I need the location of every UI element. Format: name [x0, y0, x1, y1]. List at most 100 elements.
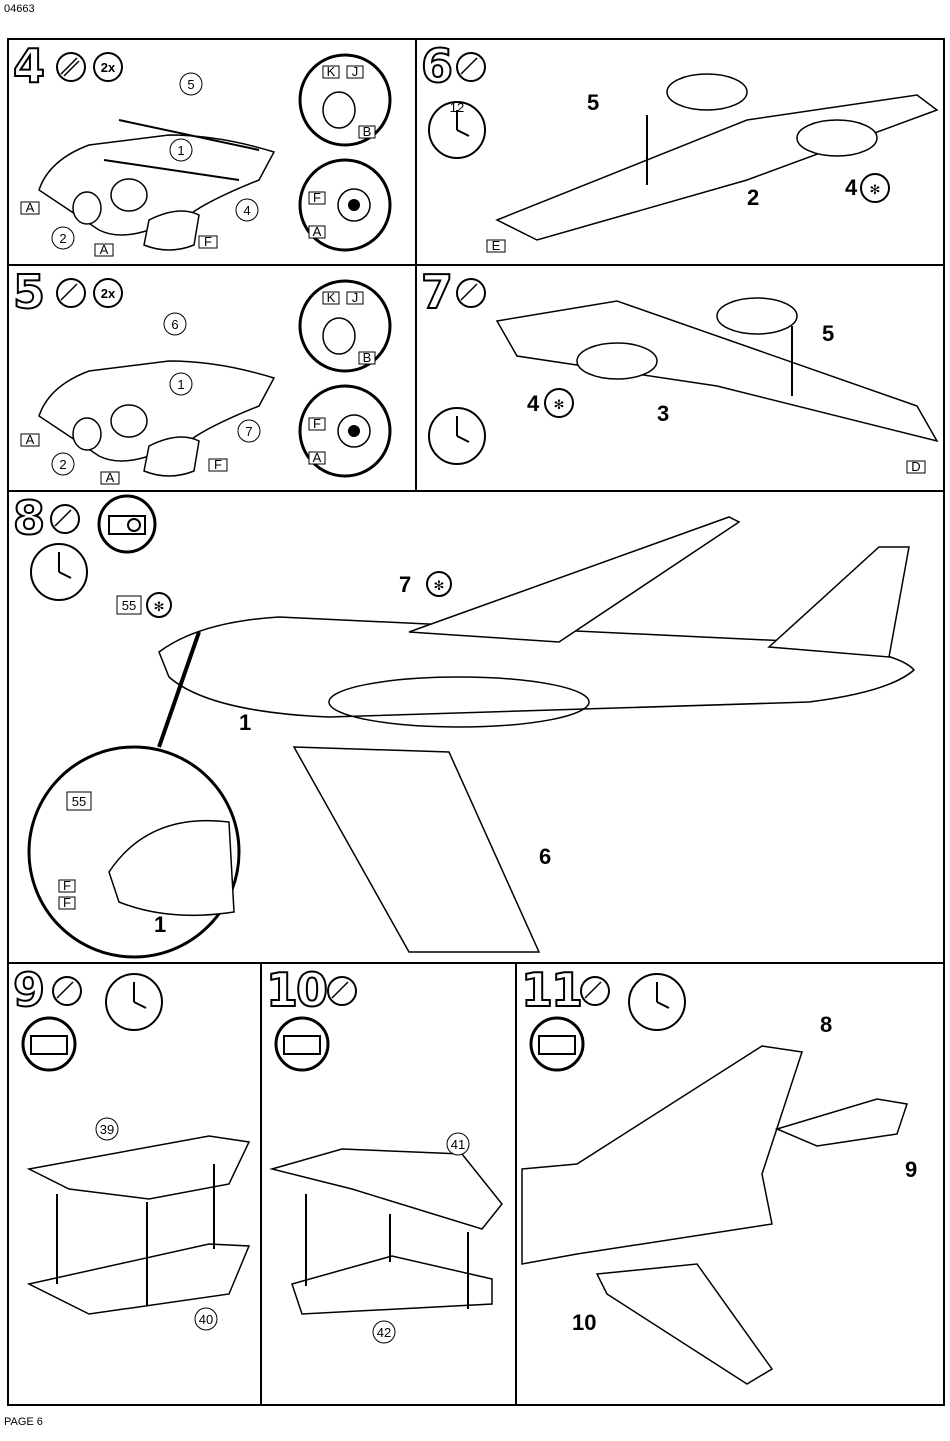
step-5-panel: 5 2x 6 1 2 7 A A F K J B F A	[7, 264, 417, 492]
svg-text:2: 2	[59, 231, 66, 246]
step-5-drawing: 2x 6 1 2 7 A A F K J B F A	[20, 278, 392, 485]
svg-text:2: 2	[59, 457, 66, 472]
svg-text:2x: 2x	[101, 286, 116, 301]
svg-text:A: A	[313, 450, 322, 465]
step-number: 9	[12, 963, 46, 1017]
quantity-badge	[93, 52, 123, 82]
glue-tube-icon	[327, 976, 357, 1006]
svg-text:1: 1	[177, 377, 184, 392]
glue-tube-icon	[456, 278, 486, 308]
svg-text:6: 6	[171, 317, 178, 332]
svg-text:✻: ✻	[434, 578, 445, 593]
svg-text:K: K	[327, 290, 336, 305]
clock-icon: 12	[428, 100, 486, 159]
svg-text:7: 7	[245, 424, 252, 439]
step-number: 7	[420, 265, 454, 319]
document-code: 04663	[4, 3, 35, 15]
svg-text:K: K	[327, 64, 336, 79]
svg-text:1: 1	[177, 143, 184, 158]
step-8-drawing: 55 ✻ 7 ✻ 1 6 55 F F 1	[27, 494, 916, 959]
glue-tube-icon	[50, 504, 80, 534]
step-4-panel: 4 2x 5 1 2 4 A A F K J B F A	[7, 38, 417, 266]
glue-tube-icon	[56, 278, 86, 308]
glue-tube-icon	[456, 52, 486, 82]
step-6-panel: 6 12 5 2 4 ✻ E	[415, 38, 945, 266]
svg-text:40: 40	[199, 1312, 213, 1327]
svg-text:E: E	[492, 238, 501, 253]
step-number: 10	[265, 963, 329, 1017]
step-6-drawing: 12 5 2 4 ✻ E	[428, 52, 939, 253]
step-number: 4	[12, 39, 46, 93]
step-9-panel: 9 39 40	[7, 962, 262, 1406]
svg-text:F: F	[313, 416, 321, 431]
svg-text:A: A	[313, 224, 322, 239]
step-10-panel: 10 41 42	[260, 962, 517, 1406]
step-7-drawing: 5 4 ✻ 3 D	[428, 278, 939, 474]
svg-text:5: 5	[587, 90, 599, 115]
step-7-panel: 7 5 4 ✻ 3 D	[415, 264, 945, 492]
part-callouts: 5 1 2 4	[51, 72, 259, 250]
svg-text:B: B	[363, 124, 372, 139]
svg-text:F: F	[63, 895, 71, 910]
svg-text:41: 41	[451, 1137, 465, 1152]
asterisk-icon	[860, 173, 890, 203]
svg-text:7: 7	[399, 572, 411, 597]
svg-text:A: A	[26, 432, 35, 447]
clock-icon	[30, 543, 88, 601]
tape-dispenser-icon	[529, 1016, 585, 1072]
svg-text:5: 5	[822, 321, 834, 346]
quantity-text: 2x	[101, 60, 116, 75]
step-number: 5	[12, 265, 46, 319]
step-10-drawing: 41 42	[269, 976, 503, 1344]
svg-text:3: 3	[657, 401, 669, 426]
svg-text:4: 4	[243, 203, 250, 218]
glue-tube-icon	[56, 52, 86, 82]
svg-text:39: 39	[100, 1122, 114, 1137]
step-number: 8	[12, 491, 46, 545]
svg-text:✻: ✻	[154, 599, 165, 614]
svg-text:J: J	[352, 290, 359, 305]
asterisk-icon	[544, 388, 574, 418]
svg-text:12: 12	[450, 100, 464, 115]
step-9-drawing: 39 40	[21, 973, 251, 1331]
svg-text:42: 42	[377, 1325, 391, 1340]
svg-text:5: 5	[187, 77, 194, 92]
clock-icon	[628, 973, 686, 1031]
svg-text:F: F	[63, 878, 71, 893]
tape-dispenser-icon	[21, 1016, 77, 1072]
svg-text:1: 1	[239, 710, 251, 735]
svg-text:D: D	[911, 459, 920, 474]
page-number: PAGE 6	[4, 1416, 43, 1428]
svg-text:8: 8	[820, 1012, 832, 1037]
svg-text:6: 6	[539, 844, 551, 869]
svg-text:55: 55	[122, 598, 136, 613]
clock-icon	[428, 407, 486, 465]
svg-text:A: A	[26, 200, 35, 215]
step-number: 6	[420, 39, 454, 93]
step-4-drawing: 2x 5 1 2 4 A A F K J B F A	[20, 52, 392, 257]
svg-text:10: 10	[572, 1310, 596, 1335]
step-8-panel: 8 55 ✻ 7 ✻ 1 6 55 F F 1	[7, 490, 945, 964]
svg-text:1: 1	[154, 912, 166, 937]
svg-text:F: F	[204, 234, 212, 249]
svg-text:55: 55	[72, 794, 86, 809]
glue-tube-icon	[580, 976, 610, 1006]
svg-text:A: A	[106, 470, 115, 485]
svg-text:4: 4	[845, 175, 858, 200]
svg-text:2: 2	[747, 185, 759, 210]
svg-text:9: 9	[905, 1157, 917, 1182]
step-11-drawing: 8 9 10	[521, 973, 917, 1385]
svg-text:B: B	[363, 350, 372, 365]
tape-dispenser-icon	[274, 1016, 330, 1072]
step-number: 11	[520, 963, 584, 1017]
svg-text:✻: ✻	[870, 182, 881, 197]
step-11-panel: 11 8 9 10	[515, 962, 945, 1406]
svg-text:J: J	[352, 64, 359, 79]
clock-icon	[105, 973, 163, 1031]
svg-text:F: F	[313, 190, 321, 205]
glue-tube-icon	[52, 976, 82, 1006]
svg-text:F: F	[214, 457, 222, 472]
svg-text:✻: ✻	[554, 397, 565, 412]
svg-text:A: A	[100, 242, 109, 257]
svg-text:4: 4	[527, 391, 540, 416]
